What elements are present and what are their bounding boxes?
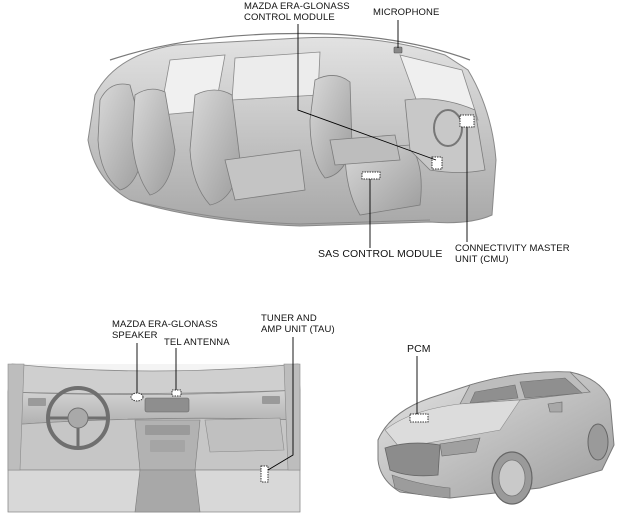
pcm-label: PCM [407, 343, 431, 355]
era-glonass-speaker-label: MAZDA ERA-GLONASS SPEAKER [112, 319, 218, 341]
era-glonass-module-leader [297, 24, 437, 161]
sas-control-module-label: SAS CONTROL MODULE [318, 248, 443, 260]
dashboard-illustration [7, 337, 301, 513]
era-glonass-module-marker [431, 156, 443, 170]
sas-module-marker [361, 171, 381, 180]
tau-leader [267, 337, 294, 471]
interior-cutaway-illustration [87, 20, 497, 248]
exterior-vehicle-illustration [377, 356, 615, 505]
era-glonass-control-module-label: MAZDA ERA-GLONASS CONTROL MODULE [244, 1, 350, 23]
connectivity-master-unit-label: CONNECTIVITY MASTER UNIT (CMU) [455, 243, 570, 265]
microphone-label: MICROPHONE [373, 7, 440, 18]
era-glonass-speaker-marker [130, 392, 144, 402]
tel-antenna-label: TEL ANTENNA [164, 337, 230, 348]
cmu-marker [459, 114, 475, 128]
tel-antenna-marker [171, 389, 182, 397]
tuner-amp-unit-label: TUNER AND AMP UNIT (TAU) [261, 313, 335, 335]
pcm-marker [409, 413, 429, 423]
tau-marker [260, 465, 269, 483]
